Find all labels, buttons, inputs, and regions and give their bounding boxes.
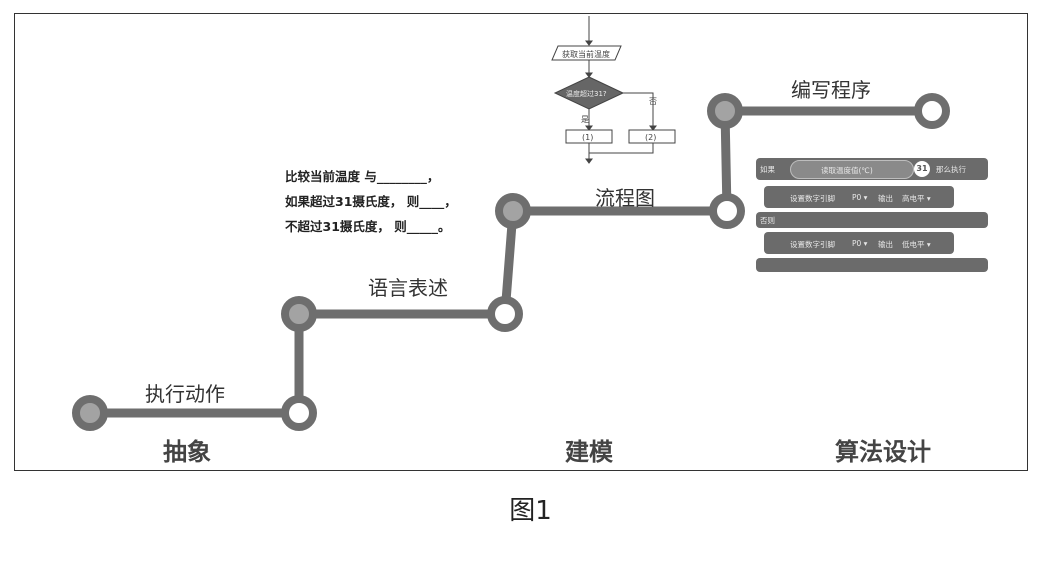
block-end-row — [756, 258, 988, 272]
staircase-diagram: 获取当前温度 温度超过31? 是 否 (1) (2) — [72, 16, 950, 431]
block-pin-2: P0 ▾ — [852, 239, 868, 248]
label-flowchart: 流程图 — [595, 186, 655, 210]
block-set-pin-2-label: 设置数字引脚 — [790, 240, 835, 249]
block-set-pin-row-2: 设置数字引脚 P0 ▾ 输出 低电平 ▾ — [764, 232, 954, 254]
block-set-pin-row-1: 设置数字引脚 P0 ▾ 输出 高电平 ▾ — [764, 186, 954, 208]
fc-arrowhead-no — [649, 125, 657, 131]
block-pin-1: P0 ▾ — [852, 193, 868, 202]
node-flowchart-start — [495, 193, 531, 229]
node-program-end — [914, 93, 950, 129]
block-else-row: 否则 — [756, 212, 988, 228]
label-programming: 编写程序 — [791, 78, 871, 102]
block-set-pin-1-label: 设置数字引脚 — [790, 194, 835, 203]
fc-box-2 — [628, 129, 676, 144]
fc-arrowhead-1 — [585, 40, 593, 46]
node-action-end — [281, 395, 317, 431]
fc-get-temp-text: 获取当前温度 — [562, 49, 610, 59]
block-level-2: 低电平 ▾ — [902, 240, 931, 249]
node-program-start — [707, 93, 743, 129]
block-if-row: 如果 读取温度值(℃) 31 那么执行 — [756, 158, 988, 180]
label-abstraction: 抽象 — [163, 438, 211, 466]
node-language-start — [281, 296, 317, 332]
node-start — [72, 395, 108, 431]
block-if-label: 如果 — [760, 165, 775, 174]
fc-no-text: 否 — [649, 97, 657, 106]
fc-box1-text: (1) — [582, 133, 593, 142]
figure-caption: 图1 — [509, 496, 552, 526]
block-compare-value: 31 — [914, 161, 930, 177]
block-else-label: 否则 — [760, 216, 775, 225]
block-condition-pill: 读取温度值(℃) — [790, 160, 914, 179]
label-action: 执行动作 — [145, 382, 225, 406]
block-then-label: 那么执行 — [936, 165, 966, 174]
block-level-1: 高电平 ▾ — [902, 194, 931, 203]
fc-input-parallelogram — [551, 45, 622, 61]
label-algorithm: 算法设计 — [835, 438, 931, 466]
fc-decision-text: 温度超过31? — [566, 89, 607, 98]
fc-yes-text: 是 — [581, 115, 589, 124]
fc-box2-text: (2) — [645, 133, 656, 142]
block-output-1: 输出 — [878, 194, 893, 203]
fc-arrowhead-2 — [585, 72, 593, 78]
block-output-2: 输出 — [878, 240, 893, 249]
block-sensor-label: 读取温度值(℃) — [821, 166, 873, 175]
description-line-2: 如果超过31摄氏度， 则____， — [285, 194, 457, 209]
description-line-3: 不超过31摄氏度， 则_____。 — [285, 219, 451, 234]
label-language: 语言表述 — [368, 276, 448, 300]
fc-arrowhead-yes — [585, 125, 593, 131]
label-modeling: 建模 — [565, 438, 613, 466]
description-line-1: 比较当前温度 与________， — [285, 169, 440, 184]
fc-merge-right — [589, 143, 654, 154]
mini-flowchart — [551, 16, 676, 164]
node-language-end — [487, 296, 523, 332]
fc-arrowhead-out — [585, 158, 593, 164]
fc-no-branch — [623, 92, 654, 129]
node-flowchart-end — [709, 193, 745, 229]
code-block-group: 如果 读取温度值(℃) 31 那么执行 设置数字引脚 P0 ▾ 输出 高电平 ▾… — [756, 150, 988, 278]
